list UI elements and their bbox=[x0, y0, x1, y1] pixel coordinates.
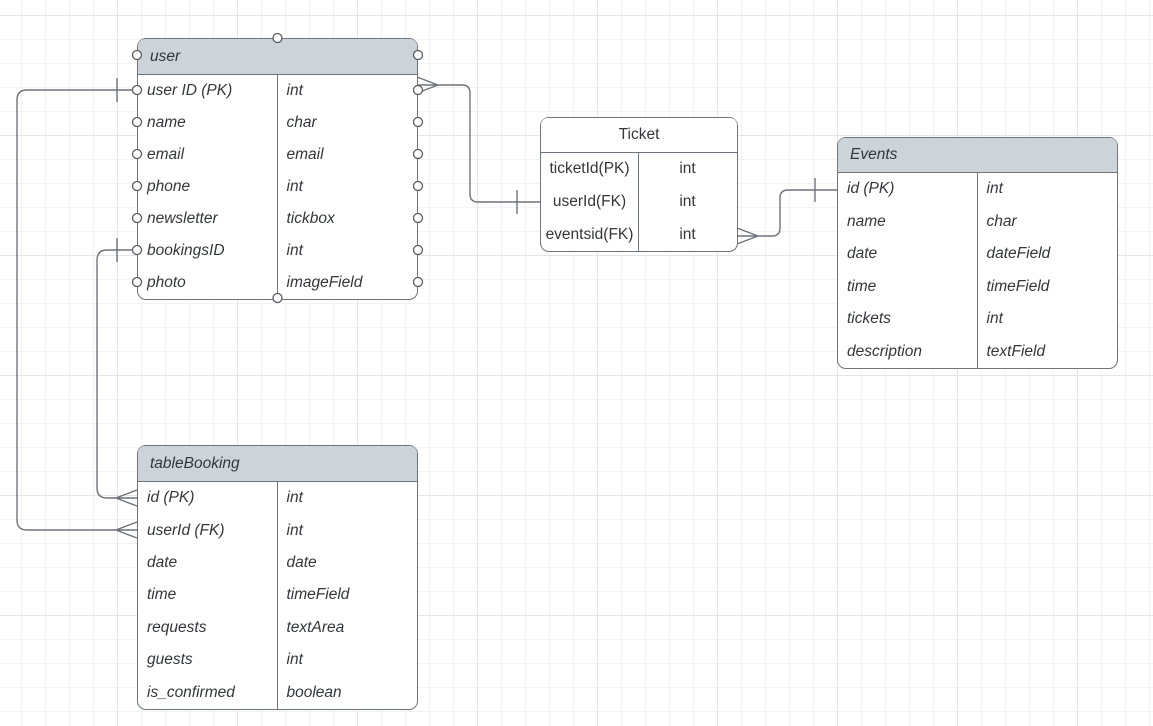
crowsfoot-many-icon bbox=[115, 489, 138, 507]
table-row[interactable]: bookingsID int bbox=[138, 235, 417, 267]
field-name: id (PK) bbox=[847, 180, 895, 198]
edge-user-ticket[interactable] bbox=[416, 76, 540, 214]
entity-body: user ID (PK) int name char email email p… bbox=[138, 75, 417, 299]
field-name: phone bbox=[147, 178, 191, 195]
field-name: userId(FK) bbox=[552, 192, 627, 210]
field-type: int bbox=[286, 521, 303, 539]
field-type: textField bbox=[986, 342, 1046, 360]
table-row[interactable]: newsletter tickbox bbox=[138, 203, 417, 235]
field-name: requests bbox=[147, 618, 207, 636]
table-row[interactable]: time timeField bbox=[838, 271, 1117, 304]
edge-user-userid-tablebooking-userid[interactable] bbox=[16, 78, 138, 539]
entity-user[interactable]: user user ID (PK) int name char email em… bbox=[137, 38, 418, 300]
field-type: timeField bbox=[986, 277, 1050, 295]
table-row[interactable]: eventsid(FK) int bbox=[541, 218, 737, 251]
field-type: int bbox=[679, 192, 696, 210]
table-row[interactable]: date dateField bbox=[838, 238, 1117, 271]
table-row[interactable]: userId(FK) int bbox=[541, 186, 737, 219]
field-name: name bbox=[847, 212, 886, 230]
field-name: id (PK) bbox=[147, 489, 195, 507]
edge-path[interactable] bbox=[16, 89, 137, 531]
field-type: int bbox=[679, 160, 696, 178]
entity-tablebooking[interactable]: tableBooking id (PK) int userId (FK) int… bbox=[137, 445, 418, 710]
entity-title[interactable]: user bbox=[138, 39, 417, 75]
field-type: tickbox bbox=[286, 210, 335, 227]
table-row[interactable]: is_confirmed boolean bbox=[138, 676, 417, 708]
field-type: int bbox=[286, 489, 303, 507]
table-row[interactable]: name char bbox=[138, 107, 417, 139]
field-type: int bbox=[286, 178, 303, 195]
crowsfoot-many-icon bbox=[115, 521, 138, 539]
edge-path[interactable] bbox=[96, 249, 137, 499]
field-type: int bbox=[286, 82, 303, 99]
edge-path[interactable] bbox=[438, 84, 540, 203]
field-name: ticketId(PK) bbox=[549, 160, 630, 178]
field-name: date bbox=[147, 553, 178, 571]
crowsfoot-many-icon bbox=[416, 76, 439, 94]
field-name: time bbox=[847, 277, 877, 295]
table-row[interactable]: name char bbox=[838, 206, 1117, 239]
table-row[interactable]: id (PK) int bbox=[838, 173, 1117, 206]
field-type: boolean bbox=[286, 683, 342, 701]
field-type: char bbox=[986, 212, 1017, 230]
field-type: int bbox=[986, 180, 1003, 198]
field-type: email bbox=[286, 146, 324, 163]
field-type: date bbox=[286, 553, 317, 571]
entity-events[interactable]: Events id (PK) int name char date dateFi… bbox=[837, 137, 1118, 369]
table-row[interactable]: email email bbox=[138, 139, 417, 171]
field-name: newsletter bbox=[147, 210, 218, 227]
field-name: user ID (PK) bbox=[147, 82, 233, 99]
table-row[interactable]: photo imageField bbox=[138, 267, 417, 299]
field-name: email bbox=[147, 146, 185, 163]
entity-body: id (PK) int userId (FK) int date date ti… bbox=[138, 482, 417, 709]
field-name: bookingsID bbox=[147, 242, 225, 259]
field-name: photo bbox=[147, 274, 186, 291]
table-row[interactable]: user ID (PK) int bbox=[138, 75, 417, 107]
table-row[interactable]: id (PK) int bbox=[138, 482, 417, 514]
entity-body: ticketId(PK) int userId(FK) int eventsid… bbox=[541, 153, 737, 251]
field-type: int bbox=[286, 242, 303, 259]
table-row[interactable]: phone int bbox=[138, 171, 417, 203]
field-type: imageField bbox=[286, 274, 363, 291]
table-row[interactable]: time timeField bbox=[138, 579, 417, 611]
table-row[interactable]: description textField bbox=[838, 336, 1117, 369]
table-row[interactable]: requests textArea bbox=[138, 612, 417, 644]
field-name: tickets bbox=[847, 310, 891, 328]
column-divider bbox=[276, 482, 279, 709]
edge-path[interactable] bbox=[758, 189, 837, 237]
field-name: eventsid(FK) bbox=[545, 225, 634, 243]
field-type: timeField bbox=[286, 586, 350, 604]
entity-title[interactable]: tableBooking bbox=[138, 446, 417, 482]
field-name: description bbox=[847, 342, 922, 360]
field-type: int bbox=[286, 651, 303, 669]
table-row[interactable]: userId (FK) int bbox=[138, 514, 417, 546]
field-type: int bbox=[679, 225, 696, 243]
table-row[interactable]: tickets int bbox=[838, 303, 1117, 336]
field-name: is_confirmed bbox=[147, 683, 235, 701]
field-name: date bbox=[847, 245, 878, 263]
entity-ticket[interactable]: Ticket ticketId(PK) int userId(FK) int e… bbox=[540, 117, 738, 252]
field-type: textArea bbox=[286, 618, 345, 636]
crowsfoot-many-icon bbox=[736, 227, 759, 245]
field-name: userId (FK) bbox=[147, 521, 225, 539]
table-row[interactable]: guests int bbox=[138, 644, 417, 676]
column-divider bbox=[276, 75, 279, 299]
field-type: dateField bbox=[986, 245, 1051, 263]
field-name: time bbox=[147, 586, 177, 604]
column-divider bbox=[976, 173, 979, 368]
table-row[interactable]: ticketId(PK) int bbox=[541, 153, 737, 186]
entity-body: id (PK) int name char date dateField tim… bbox=[838, 173, 1117, 368]
field-name: name bbox=[147, 114, 186, 131]
field-type: int bbox=[986, 310, 1003, 328]
column-divider bbox=[638, 153, 640, 251]
entity-title[interactable]: Events bbox=[838, 138, 1117, 173]
entity-title[interactable]: Ticket bbox=[541, 118, 737, 153]
edge-ticket-events[interactable] bbox=[736, 178, 837, 245]
field-name: guests bbox=[147, 651, 193, 669]
edge-user-bookingsid-tablebooking-id[interactable] bbox=[96, 238, 138, 507]
table-row[interactable]: date date bbox=[138, 547, 417, 579]
field-type: char bbox=[286, 114, 317, 131]
